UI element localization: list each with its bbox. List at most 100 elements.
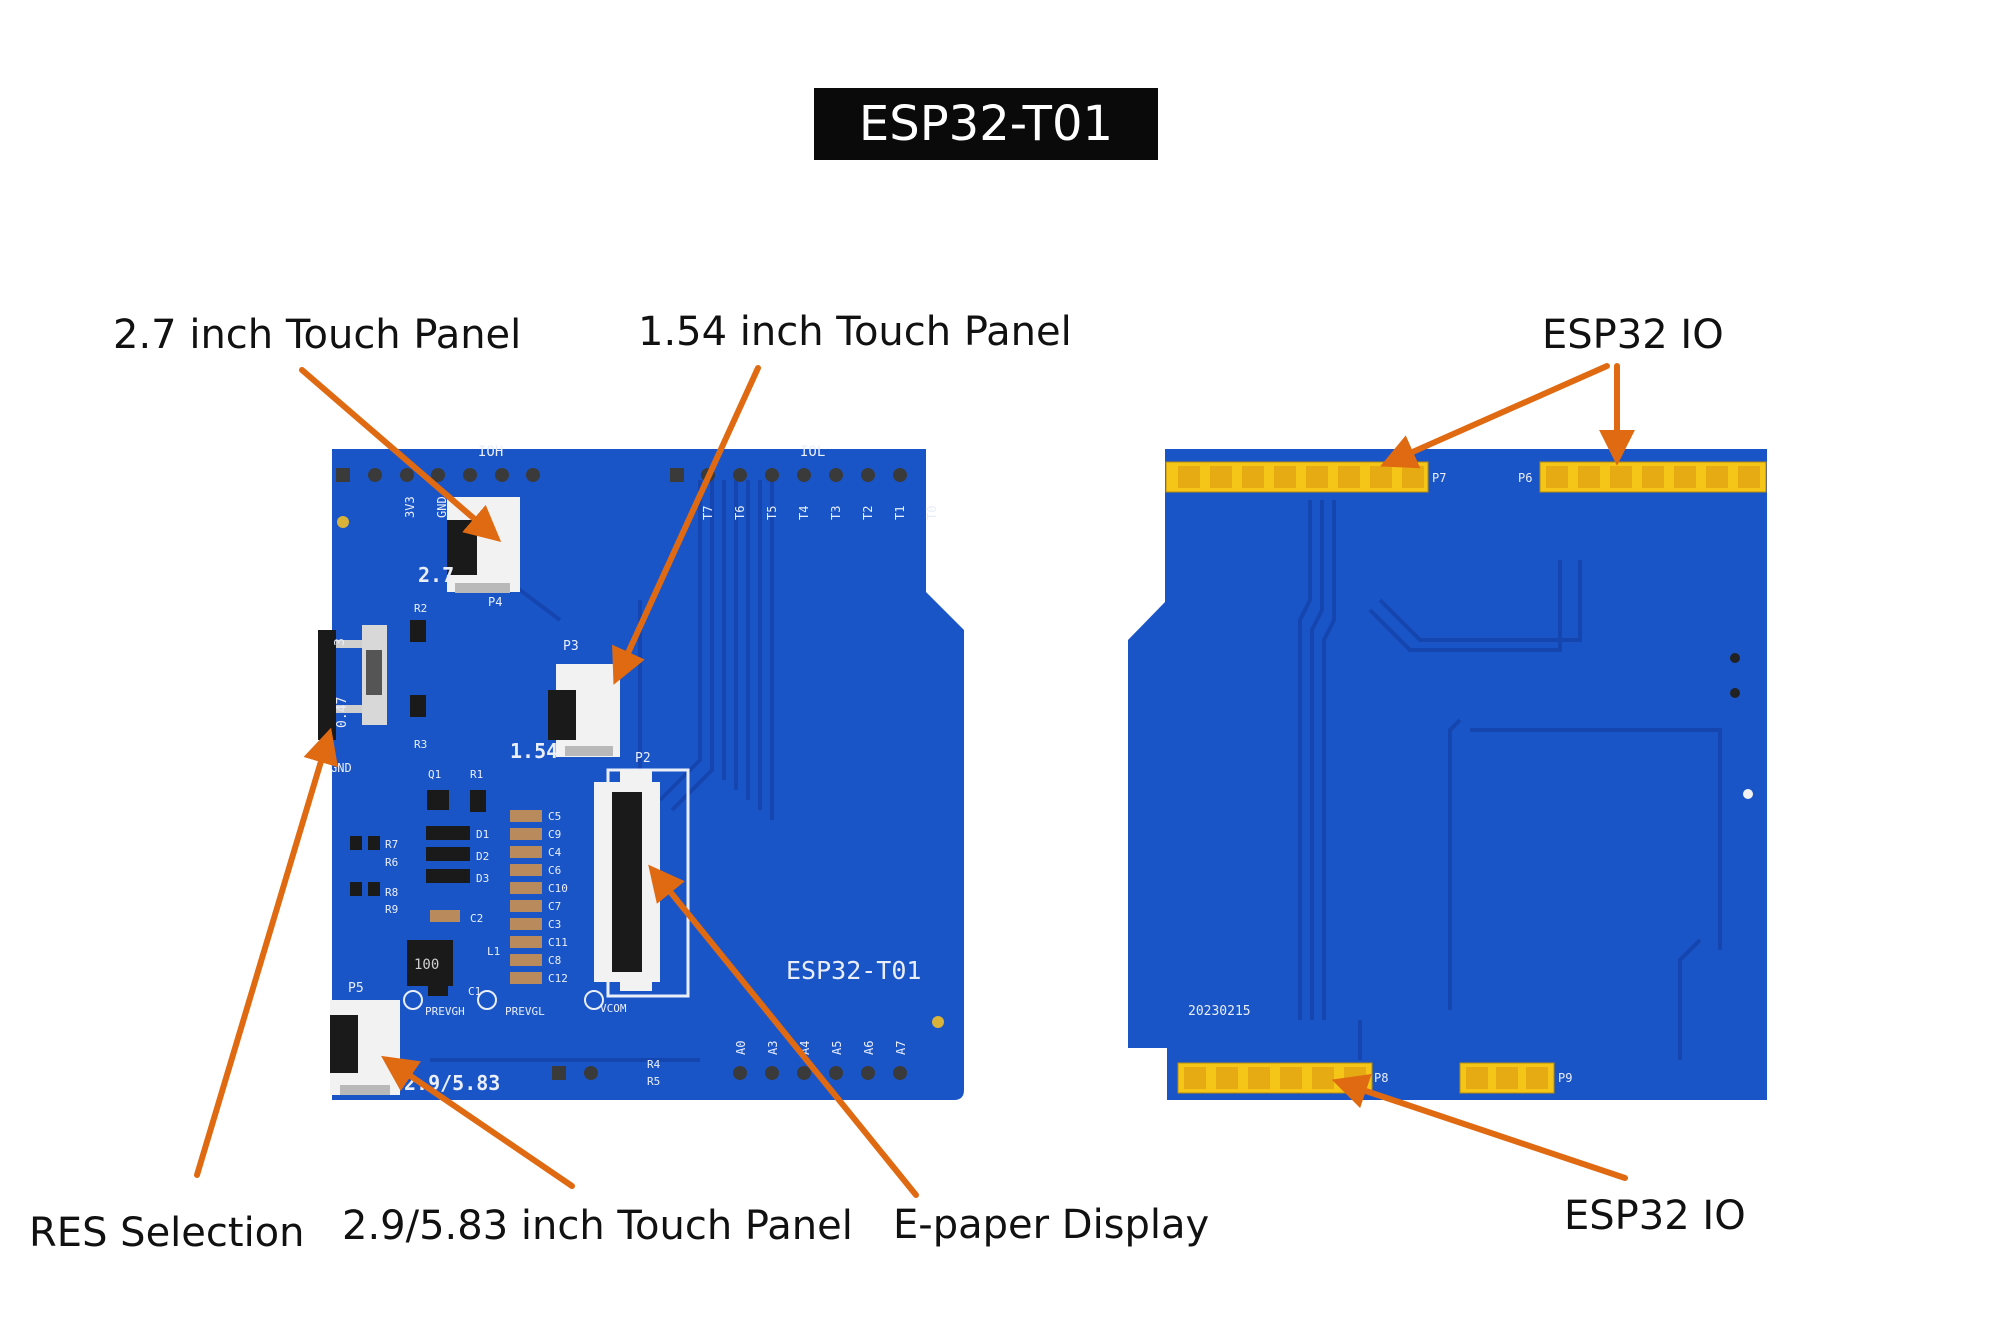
silk-label: D2 bbox=[476, 850, 489, 863]
label-touch27: 2.7 inch Touch Panel bbox=[113, 312, 522, 358]
silk-label: C3 bbox=[548, 918, 561, 931]
callout-arrows bbox=[194, 363, 1635, 1198]
arrow-esp32io-bottom bbox=[1331, 1073, 1628, 1181]
capacitor-array bbox=[430, 810, 542, 984]
silk-label: A3 bbox=[766, 1041, 780, 1055]
silk-label: R5 bbox=[647, 1075, 660, 1088]
silk-iol: IOL bbox=[800, 444, 825, 460]
silk-label: T4 bbox=[797, 506, 811, 520]
silk-label: R6 bbox=[385, 856, 398, 869]
arrow-res-selection bbox=[194, 727, 339, 1178]
silk-inductor: 100 bbox=[414, 957, 439, 973]
label-esp32io-top: ESP32 IO bbox=[1542, 312, 1724, 358]
silk-top-left-pins: 3V3 GND bbox=[403, 496, 449, 518]
silk-label: D1 bbox=[476, 828, 489, 841]
header-p6 bbox=[1539, 461, 1767, 493]
label-touch154: 1.54 inch Touch Panel bbox=[638, 309, 1072, 355]
res-switch bbox=[318, 625, 387, 740]
silk-res-values: 0.47 3 bbox=[333, 638, 350, 728]
silk-label: C1 bbox=[468, 985, 481, 998]
front-board: IOH IOL P4 2.7 P3 1.54 P2 P5 2.9/5.83 GN… bbox=[318, 444, 964, 1100]
silk-prevgh: PREVGH bbox=[425, 1005, 465, 1018]
silk-label: C7 bbox=[548, 900, 561, 913]
arrow-touch154 bbox=[612, 365, 761, 685]
silk-label: R7 bbox=[385, 838, 398, 851]
silk-p3: P3 bbox=[563, 639, 579, 654]
silk-p7: P7 bbox=[1432, 471, 1446, 485]
label-touch29: 2.9/5.83 inch Touch Panel bbox=[342, 1203, 853, 1249]
front-bottom-pins bbox=[552, 1066, 907, 1080]
silk-label: 3V3 bbox=[403, 496, 417, 518]
silk-prevgl: PREVGL bbox=[505, 1005, 545, 1018]
silk-label: C12 bbox=[548, 972, 568, 985]
arrow-esp32io-top-left bbox=[1380, 363, 1610, 469]
silk-label: R9 bbox=[385, 903, 398, 916]
silk-label: R4 bbox=[647, 1058, 661, 1071]
silk-label: T7 bbox=[701, 506, 715, 520]
silk-label: Q1 bbox=[428, 768, 441, 781]
connector-p5 bbox=[330, 1000, 400, 1095]
silk-label: L1 bbox=[487, 945, 500, 958]
silk-label: T5 bbox=[765, 506, 779, 520]
silk-label: A7 bbox=[894, 1041, 908, 1055]
silk-label: T6 bbox=[733, 506, 747, 520]
silk-vcom: VCOM bbox=[600, 1002, 627, 1015]
silk-label: R2 bbox=[414, 602, 427, 615]
silk-label: C10 bbox=[548, 882, 568, 895]
smd-components bbox=[350, 620, 486, 996]
header-p8 bbox=[1177, 1062, 1373, 1094]
silk-board-name: ESP32-T01 bbox=[786, 956, 921, 985]
silk-label: T1 bbox=[893, 506, 907, 520]
silk-label: T0 bbox=[925, 506, 939, 520]
silk-p4: P4 bbox=[488, 595, 502, 609]
silk-p2: P2 bbox=[635, 751, 651, 766]
silk-label: C2 bbox=[470, 912, 483, 925]
silk-label: R8 bbox=[385, 886, 398, 899]
silk-label: A0 bbox=[734, 1041, 748, 1055]
silk-label: R1 bbox=[470, 768, 483, 781]
silk-label: C8 bbox=[548, 954, 561, 967]
silk-label: A5 bbox=[830, 1041, 844, 1055]
silk-label: C9 bbox=[548, 828, 561, 841]
header-p9 bbox=[1459, 1062, 1555, 1094]
silk-label: A6 bbox=[862, 1041, 876, 1055]
silk-size27: 2.7 bbox=[418, 563, 454, 587]
arrow-touch27 bbox=[299, 367, 502, 543]
silk-label: GND bbox=[435, 496, 449, 518]
label-res-selection: RES Selection bbox=[29, 1210, 305, 1256]
silk-label: R3 bbox=[414, 738, 427, 751]
silk-label: C11 bbox=[548, 936, 568, 949]
arrow-touch29 bbox=[381, 1055, 575, 1189]
silk-label: T3 bbox=[829, 506, 843, 520]
title-text: ESP32-T01 bbox=[858, 96, 1114, 152]
connector-p3 bbox=[548, 664, 620, 757]
silk-p5: P5 bbox=[348, 981, 364, 996]
silk-label: C4 bbox=[548, 846, 562, 859]
silk-p9: P9 bbox=[1558, 1071, 1572, 1085]
silk-label: 3 bbox=[333, 638, 348, 646]
connector-p4 bbox=[447, 497, 520, 593]
silk-size154: 1.54 bbox=[510, 739, 558, 763]
silk-label: C6 bbox=[548, 864, 561, 877]
header-p7 bbox=[1165, 461, 1429, 493]
arrow-epaper bbox=[648, 864, 919, 1198]
connector-p2 bbox=[594, 768, 690, 998]
silk-label: C5 bbox=[548, 810, 561, 823]
front-top-left-pins bbox=[336, 468, 540, 482]
silk-p6: P6 bbox=[1518, 471, 1532, 485]
label-epaper: E-paper Display bbox=[893, 1202, 1210, 1248]
silk-label: 0.47 bbox=[335, 697, 350, 728]
silk-date: 20230215 bbox=[1188, 1004, 1251, 1019]
title-banner: ESP32-T01 bbox=[814, 88, 1158, 160]
back-board: P7 P6 P8 P9 20230215 bbox=[1128, 449, 1767, 1100]
silk-ioh: IOH bbox=[478, 444, 503, 460]
silk-gnd: GND bbox=[330, 761, 352, 775]
label-esp32io-bottom: ESP32 IO bbox=[1564, 1193, 1746, 1239]
